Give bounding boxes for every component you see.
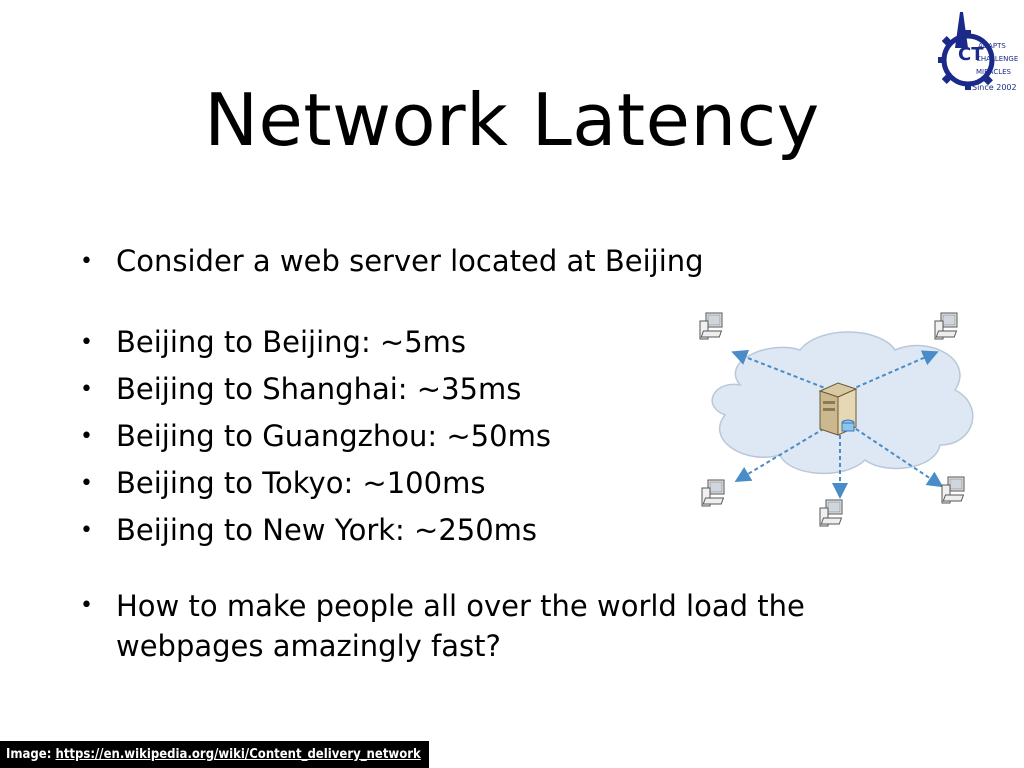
computer-icon — [934, 312, 958, 340]
bullet-dot: • — [80, 377, 93, 402]
computer-icon — [819, 499, 843, 527]
svg-text:CT: CT — [958, 44, 984, 65]
computer-icon — [699, 312, 723, 340]
latency-text: Beijing to Shanghai: ~35ms — [116, 372, 522, 406]
cdn-network-diagram — [699, 312, 974, 527]
latency-item: • Beijing to Guangzhou: ~50ms — [80, 413, 805, 460]
gear-logo-icon: CT ADAPTS CHALLENGE MIRACLES Since 2002 — [938, 12, 1018, 92]
latency-text: Beijing to Beijing: ~5ms — [116, 325, 467, 359]
bullet-dot: • — [80, 330, 93, 355]
latency-item: • Beijing to Tokyo: ~100ms — [80, 460, 805, 507]
latency-item: • Beijing to Beijing: ~5ms — [80, 319, 805, 366]
logo-line-1: ADAPTS — [978, 42, 1006, 50]
bullet-dot: • — [80, 249, 93, 274]
computer-icon — [941, 476, 965, 504]
computer-icon — [701, 479, 725, 507]
latency-text: Beijing to Tokyo: ~100ms — [116, 466, 486, 500]
bullet-dot: • — [80, 471, 93, 496]
question-line-1: How to make people all over the world lo… — [116, 589, 805, 623]
credit-link[interactable]: https://en.wikipedia.org/wiki/Content_de… — [55, 747, 421, 762]
bullet-dot: • — [80, 593, 93, 618]
credit-label: Image: — [6, 747, 52, 762]
spacer — [80, 554, 805, 588]
slide-title: Network Latency — [204, 78, 820, 162]
image-credit: Image: https://en.wikipedia.org/wiki/Con… — [0, 741, 429, 768]
logo-line-2: CHALLENGE — [976, 55, 1018, 63]
latency-item: • Beijing to Shanghai: ~35ms — [80, 366, 805, 413]
question-line-2: webpages amazingly fast? — [116, 629, 501, 663]
bullet-dot: • — [80, 424, 93, 449]
bullet-intro-text: Consider a web server located at Beijing — [116, 244, 704, 278]
bullet-question: • How to make people all over the world l… — [80, 586, 805, 666]
latency-text: Beijing to Guangzhou: ~50ms — [116, 419, 551, 453]
bullet-intro: • Consider a web server located at Beijin… — [80, 238, 805, 285]
logo-line-3: MIRACLES — [976, 68, 1012, 76]
server-icon — [818, 382, 858, 436]
logo-line-4: Since 2002 — [972, 83, 1017, 92]
bullet-dot: • — [80, 518, 93, 543]
bullet-list: • Consider a web server located at Beijin… — [80, 238, 805, 666]
latency-text: Beijing to New York: ~250ms — [116, 513, 538, 547]
latency-item: • Beijing to New York: ~250ms — [80, 507, 805, 554]
